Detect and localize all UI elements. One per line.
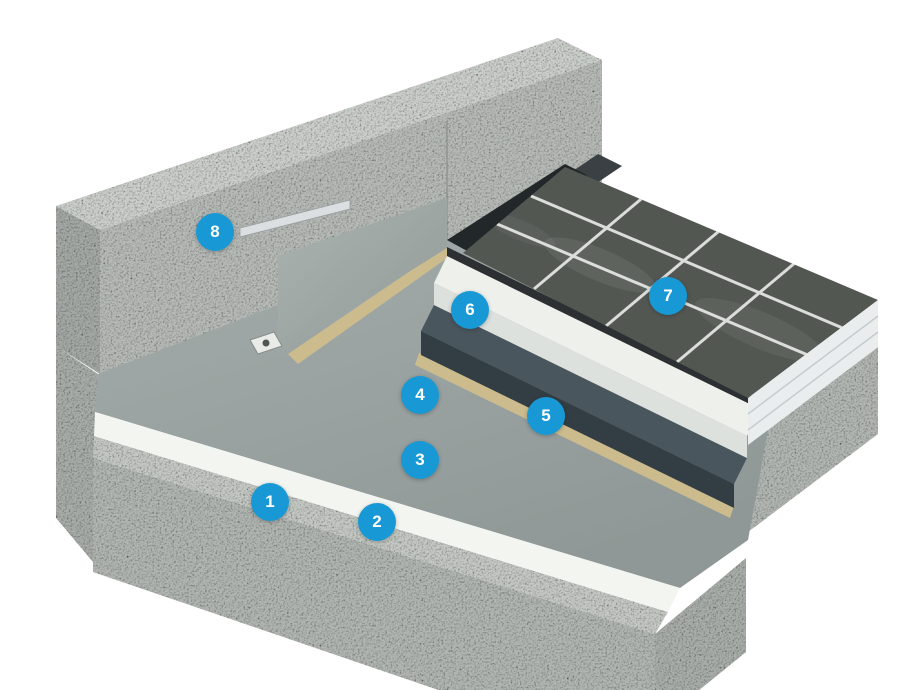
termination-bar-profile (239, 199, 351, 238)
concrete-slab-front-face (93, 458, 655, 690)
tile-edge-face (447, 247, 760, 409)
sand-bed-step (415, 353, 734, 518)
drainage-layer-top (421, 305, 747, 484)
callout-marker-5[interactable]: 5 (527, 397, 565, 435)
foil-lines (747, 315, 879, 431)
wall-left-end-face (56, 206, 100, 374)
sand-bed-wall-base (288, 246, 447, 364)
drainage-layer-face (421, 331, 734, 508)
slab-left-end-face (56, 346, 98, 562)
callout-marker-3[interactable]: 3 (401, 441, 439, 479)
deck-right-insulation-face (748, 300, 878, 445)
insulation-layer-face (434, 283, 747, 458)
wall-inner-face (100, 60, 602, 374)
callout-marker-1[interactable]: 1 (251, 483, 289, 521)
waterproofing-wall-panel (278, 198, 447, 354)
wall-top-face (56, 38, 602, 230)
insulation-layer-top (434, 256, 760, 436)
callout-marker-8[interactable]: 8 (196, 213, 234, 251)
callout-marker-4[interactable]: 4 (401, 376, 439, 414)
callout-marker-2[interactable]: 2 (358, 503, 396, 541)
concrete-slab-right-end (655, 558, 746, 690)
drain-outlet (249, 331, 283, 355)
callout-marker-7[interactable]: 7 (649, 277, 687, 315)
callout-marker-6[interactable]: 6 (451, 291, 489, 329)
deck-right-concrete-face (748, 347, 878, 532)
